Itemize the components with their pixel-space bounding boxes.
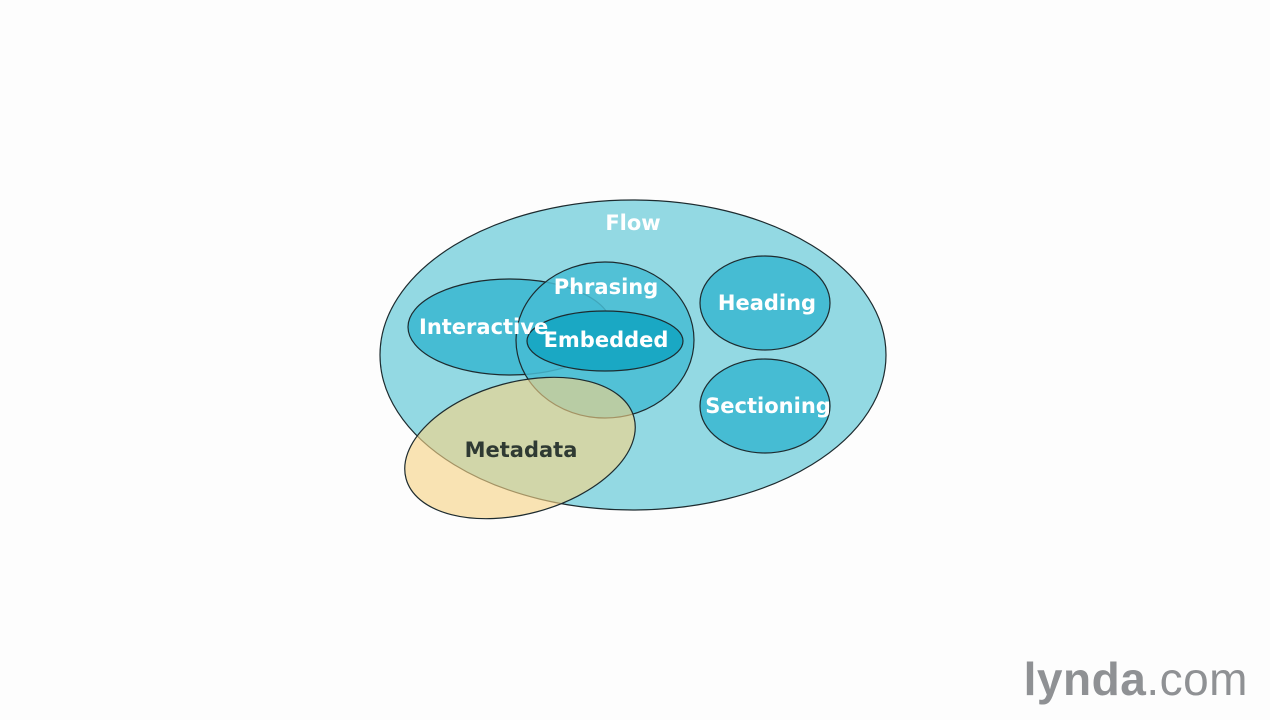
heading-ellipse [699,255,831,351]
sectioning-label: Sectioning [705,394,831,418]
heading-label: Heading [718,291,816,315]
embedded-ellipse [526,310,684,372]
interactive-label: Interactive [419,315,548,339]
watermark-brand: lynda [1023,653,1147,705]
sectioning-ellipse [699,358,831,454]
metadata-ellipse [404,376,636,520]
metadata-label: Metadata [465,438,578,462]
embedded-label: Embedded [544,328,669,352]
watermark-suffix: .com [1146,653,1248,705]
phrasing-label: Phrasing [554,275,659,299]
flow-label: Flow [605,211,660,235]
lynda-watermark: lynda.com [1024,652,1248,706]
